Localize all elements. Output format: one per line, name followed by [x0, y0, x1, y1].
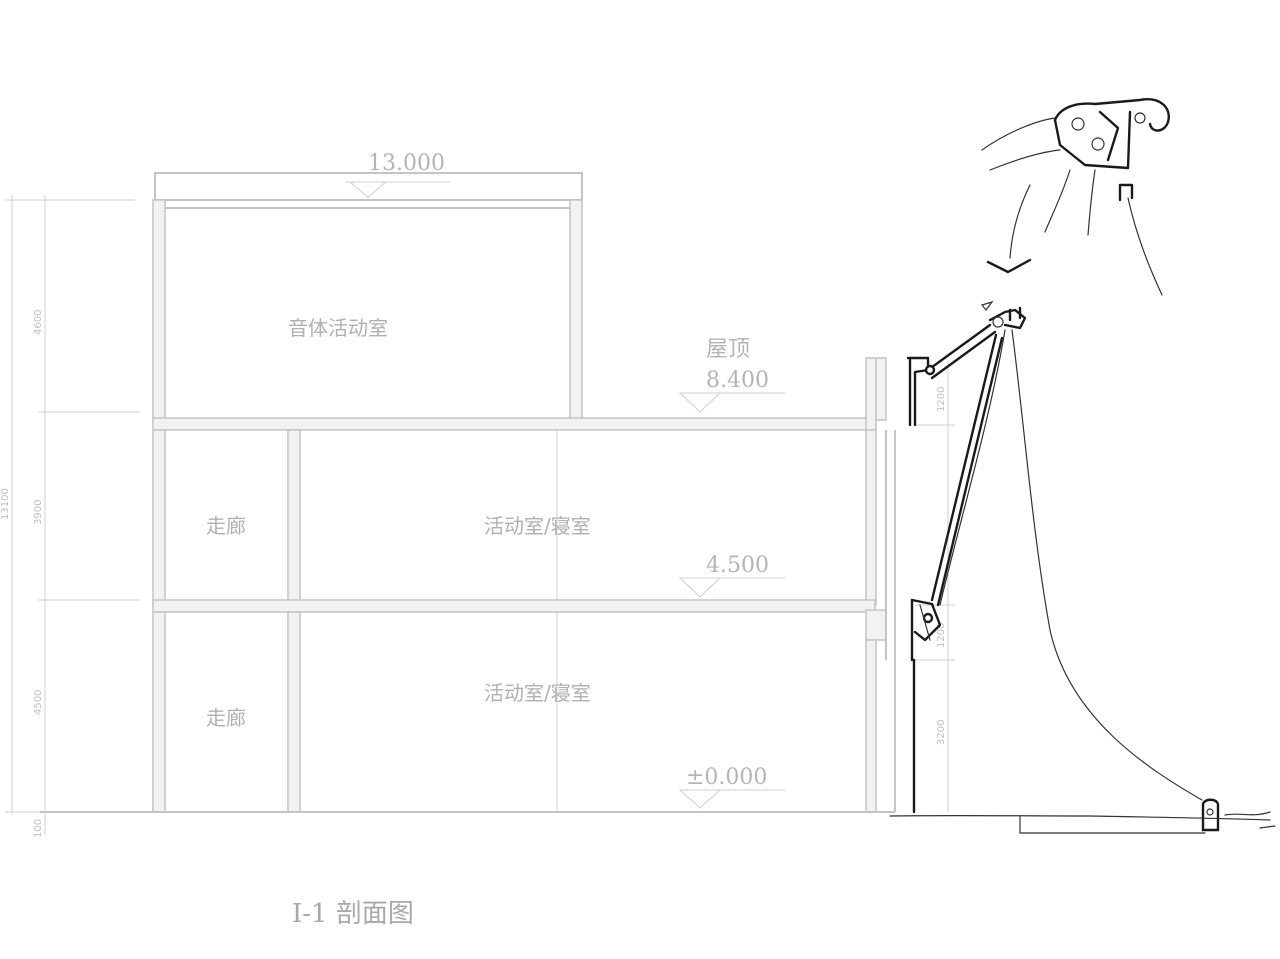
sketch-cable: [1011, 329, 1220, 832]
right-dimension-chain: 1200 1200 3200: [915, 360, 955, 812]
dim-floor1: 4500: [33, 690, 44, 715]
dim-right-upper: 1200: [936, 387, 947, 412]
elevation-top: 13.000: [368, 151, 445, 176]
sketch-top-mechanism: [981, 98, 1170, 296]
room-label-activity-upper: 活动室/寝室: [484, 514, 591, 538]
sketch-arm-mechanism: [906, 300, 1027, 814]
room-labels: 音体活动室 走廊 走廊 活动室/寝室 活动室/寝室: [206, 316, 591, 730]
dim-base: 100: [33, 819, 44, 838]
room-label-top: 音体活动室: [288, 316, 388, 340]
elevation-markers: 13.000 屋顶 8.400 4.500 ±0.000: [345, 151, 785, 809]
dim-floor3: 4600: [33, 310, 44, 335]
elevation-roof: 8.400: [706, 368, 769, 393]
sketch-ground: [889, 811, 1276, 834]
hand-sketch-overlay: [889, 98, 1276, 834]
room-label-corridor-lower: 走廊: [206, 706, 246, 730]
dim-floor2: 3900: [33, 500, 44, 525]
dim-total: 13100: [0, 488, 11, 520]
dim-right-middle: 1200: [936, 623, 947, 648]
left-dimension-chain: 13100 4600 3900 4500 100: [0, 195, 140, 838]
building-section: [40, 172, 896, 813]
drawing-title: I-1 剖面图: [292, 899, 414, 929]
room-label-activity-lower: 活动室/寝室: [484, 681, 591, 705]
elevation-ground: ±0.000: [686, 765, 767, 790]
dim-right-lower: 3200: [936, 720, 947, 745]
elevation-mid: 4.500: [706, 553, 769, 578]
roof-label: 屋顶: [706, 337, 750, 362]
room-label-corridor-upper: 走廊: [206, 514, 246, 538]
